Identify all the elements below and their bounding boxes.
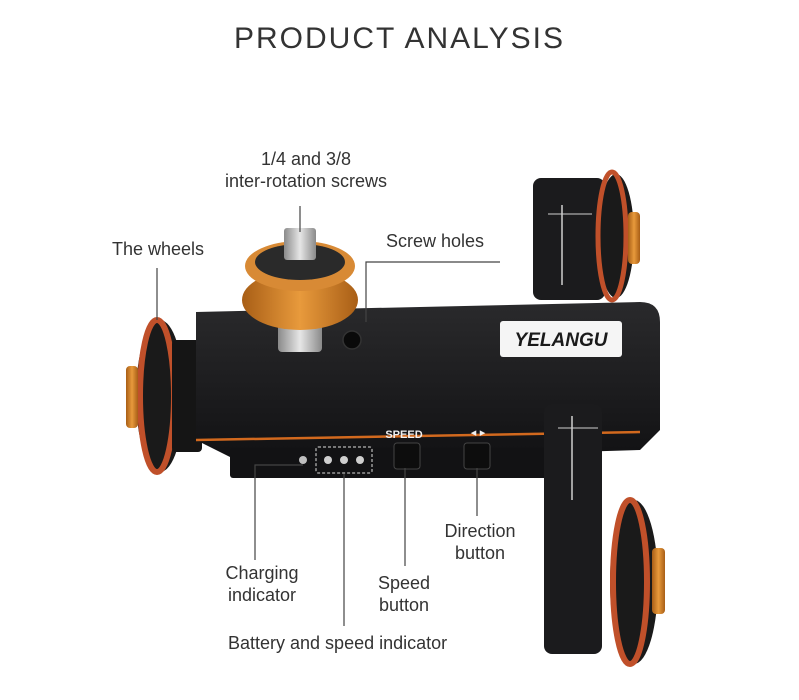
battery-led-2 bbox=[340, 456, 348, 464]
battery-indicator-label: Battery and speed indicator bbox=[228, 633, 448, 653]
speed-key bbox=[393, 442, 421, 470]
rear-wheel-arm bbox=[533, 169, 640, 303]
brand-badge: YELANGU bbox=[500, 321, 622, 357]
direction-button-label: Direction button bbox=[444, 521, 516, 563]
callout-lines bbox=[156, 206, 500, 626]
battery-led-3 bbox=[356, 456, 364, 464]
front-wheel-arm bbox=[544, 404, 665, 667]
direction-key-label: ◂ ▸ bbox=[471, 426, 486, 439]
charging-indicator-label: Charging indicator bbox=[225, 563, 299, 605]
control-panel: SPEED ◂ ▸ bbox=[299, 426, 491, 474]
charging-leader bbox=[254, 464, 303, 560]
left-wheel bbox=[126, 317, 202, 475]
screw-holes-leader bbox=[365, 261, 500, 322]
screw-hole bbox=[342, 330, 362, 350]
screw-holes-label: Screw holes bbox=[386, 231, 485, 251]
brand-text: YELANGU bbox=[515, 330, 609, 351]
speed-key-label: SPEED bbox=[385, 429, 422, 441]
page-title: PRODUCT ANALYSIS bbox=[234, 22, 565, 55]
battery-led-1 bbox=[324, 456, 332, 464]
wheels-label: The wheels bbox=[112, 239, 205, 259]
speed-button-label: Speed button bbox=[377, 573, 431, 615]
screws-label: 1/4 and 3/8 inter-rotation screws bbox=[224, 149, 388, 191]
direction-key bbox=[463, 442, 491, 470]
charging-led bbox=[299, 456, 307, 464]
tripod-mount bbox=[242, 228, 358, 352]
